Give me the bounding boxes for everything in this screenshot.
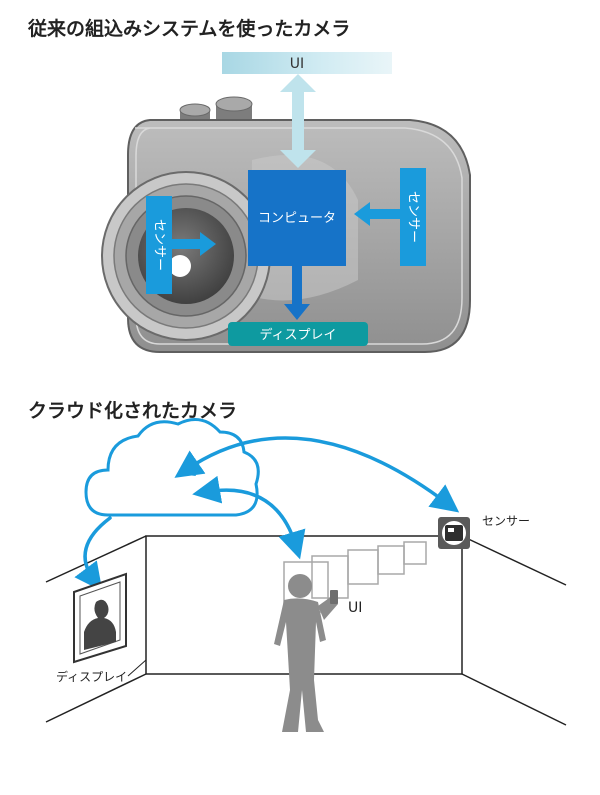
camera-lens [101, 171, 271, 341]
display-label: ディスプレイ [259, 327, 336, 343]
ui-label: UI [290, 56, 304, 72]
sensor-left-box [146, 196, 172, 294]
cloud-camera-diagram: センサー ディスプレイ UI [45, 418, 567, 732]
lens-highlight [169, 255, 191, 277]
computer-label: コンピュータ [258, 211, 336, 226]
sensor-right-box [400, 168, 426, 266]
computer-box [248, 170, 346, 266]
cloud-icon [84, 418, 260, 517]
ui-label-cloud: UI [348, 600, 362, 616]
arrow-cloud-display [74, 516, 112, 592]
sensor-camera-icon [438, 517, 470, 549]
arrow-computer-to-display [284, 266, 310, 320]
embedded-camera-diagram: UI コンピュータ センサー センサー [101, 52, 471, 353]
sensor-label: センサー [482, 514, 530, 528]
display-label-cloud: ディスプレイ [56, 669, 127, 684]
person-silhouette [274, 574, 338, 732]
section2-title: クラウド化されたカメラ [28, 400, 238, 422]
ui-box [222, 52, 392, 74]
arrow-sensor-right-to-computer [354, 202, 400, 226]
arrow-sensor-left-to-computer [172, 232, 216, 256]
sensor-left-label: センサー [152, 219, 167, 271]
section1-title: 従来の組込みシステムを使ったカメラ [28, 18, 351, 40]
arrow-cloud-sensor [184, 436, 460, 513]
wall-picture [73, 572, 127, 664]
ui-double-arrow [280, 74, 316, 168]
display-box [228, 322, 368, 346]
sensor-right-label: センサー [406, 191, 421, 243]
cloud-arrows [74, 436, 460, 592]
